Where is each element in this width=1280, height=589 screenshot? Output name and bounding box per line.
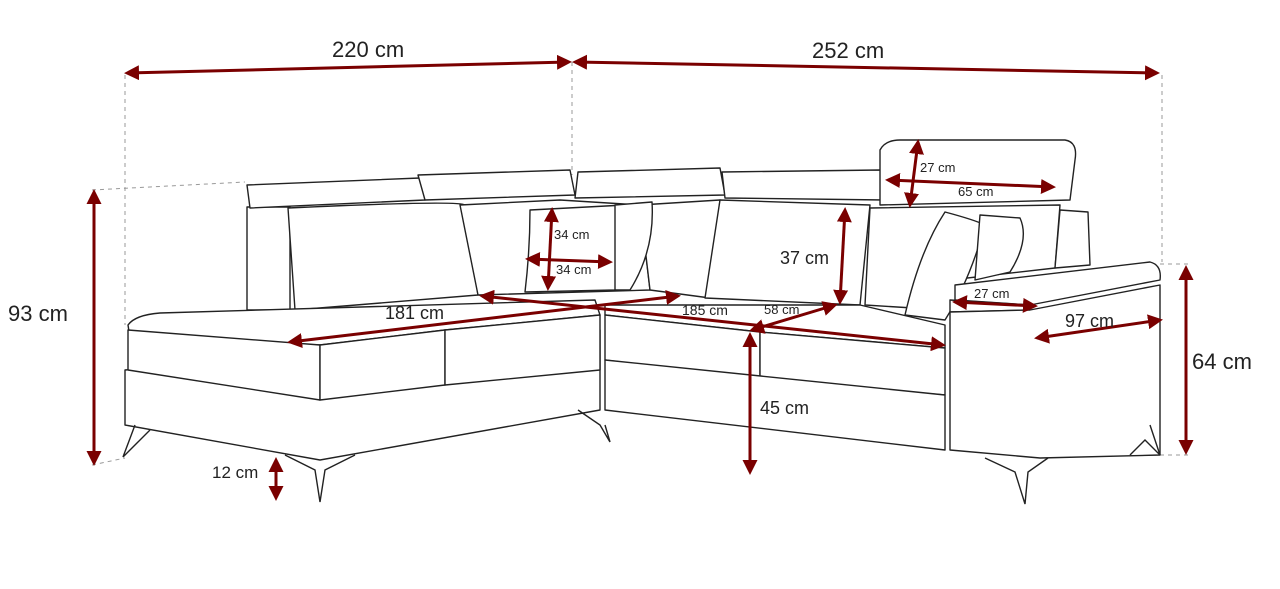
label-chaise-length: 181 cm <box>385 303 444 323</box>
label-arm-width: 27 cm <box>974 286 1009 301</box>
label-headrest-height: 27 cm <box>920 160 955 175</box>
label-pillow-height: 34 cm <box>554 227 589 242</box>
label-arm-length: 97 cm <box>1065 311 1114 331</box>
guide-lines <box>91 62 1190 466</box>
label-height-total: 93 cm <box>8 301 68 326</box>
label-seat-height: 45 cm <box>760 398 809 418</box>
label-leg-height: 12 cm <box>212 463 258 482</box>
label-height-arm: 64 cm <box>1192 349 1252 374</box>
label-pillow-width: 34 cm <box>556 262 591 277</box>
label-width-right: 252 cm <box>812 38 884 63</box>
dimension-arrows <box>86 54 1194 501</box>
label-seat-depth: 58 cm <box>764 302 799 317</box>
label-seat-width: 185 cm <box>682 302 728 318</box>
label-headrest-width: 65 cm <box>958 184 993 199</box>
sofa-outline <box>122 139 1161 505</box>
label-width-left: 220 cm <box>332 37 404 62</box>
label-back-height: 37 cm <box>780 248 829 268</box>
